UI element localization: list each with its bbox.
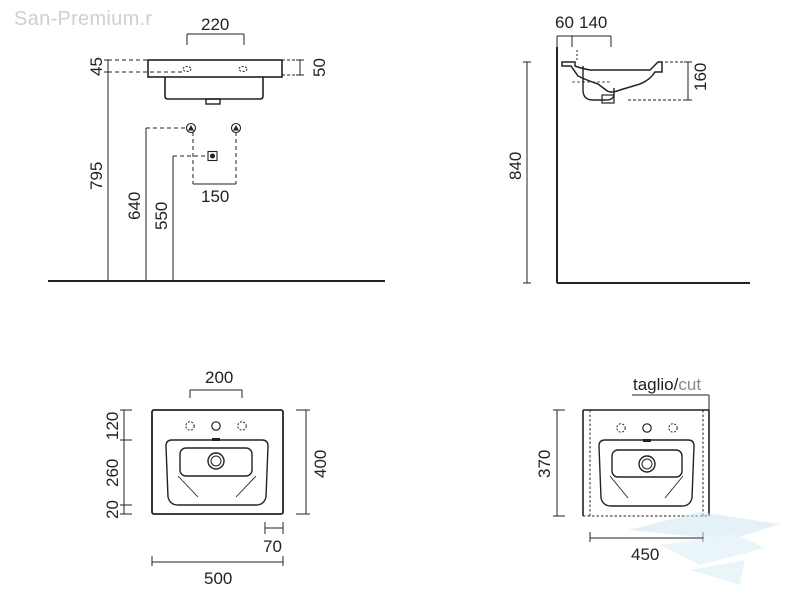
- label-220: 220: [201, 15, 229, 34]
- label-400: 400: [311, 450, 330, 478]
- label-60: 60: [555, 13, 574, 32]
- label-500: 500: [204, 569, 232, 588]
- label-370: 370: [535, 450, 554, 478]
- plug-icon: [207, 452, 225, 470]
- label-840: 840: [506, 152, 525, 180]
- tap-hole-left-plan: [185, 421, 195, 431]
- bowl-outline-cut: [598, 439, 695, 507]
- bowl-outline: [165, 439, 269, 506]
- drain-plate: [179, 447, 253, 477]
- label-140: 140: [579, 13, 607, 32]
- plan-view-left: [120, 389, 310, 566]
- watermark-text: San-Premium.r: [14, 8, 153, 30]
- label-550: 550: [152, 202, 171, 230]
- label-45: 45: [87, 57, 106, 76]
- tap-hole-right-plan: [237, 421, 247, 431]
- tap-hole-right: [238, 66, 248, 72]
- label-70: 70: [263, 537, 282, 556]
- drain-plate-cut: [611, 449, 683, 478]
- label-taglio: taglio/cut: [633, 375, 701, 394]
- label-50: 50: [310, 58, 329, 77]
- basin-profile: [561, 61, 663, 93]
- label-200: 200: [205, 368, 233, 387]
- tap-hole-center-plan: [211, 421, 221, 431]
- basin-outline: [151, 409, 284, 515]
- label-795: 795: [87, 162, 106, 190]
- label-20: 20: [103, 500, 122, 519]
- drain-stub: [205, 98, 221, 105]
- label-160: 160: [691, 63, 710, 91]
- basin-slab: [147, 59, 283, 78]
- side-section: [523, 35, 750, 284]
- tap-hole-left: [182, 66, 192, 72]
- label-260: 260: [103, 459, 122, 487]
- supply-symbols: [185, 122, 242, 162]
- label-450: 450: [631, 545, 659, 564]
- basin-bowl: [164, 77, 264, 100]
- label-120: 120: [103, 412, 122, 440]
- label-150: 150: [201, 187, 229, 206]
- watermark-logo-icon: [628, 512, 780, 585]
- front-elevation: [48, 33, 385, 282]
- label-640: 640: [125, 192, 144, 220]
